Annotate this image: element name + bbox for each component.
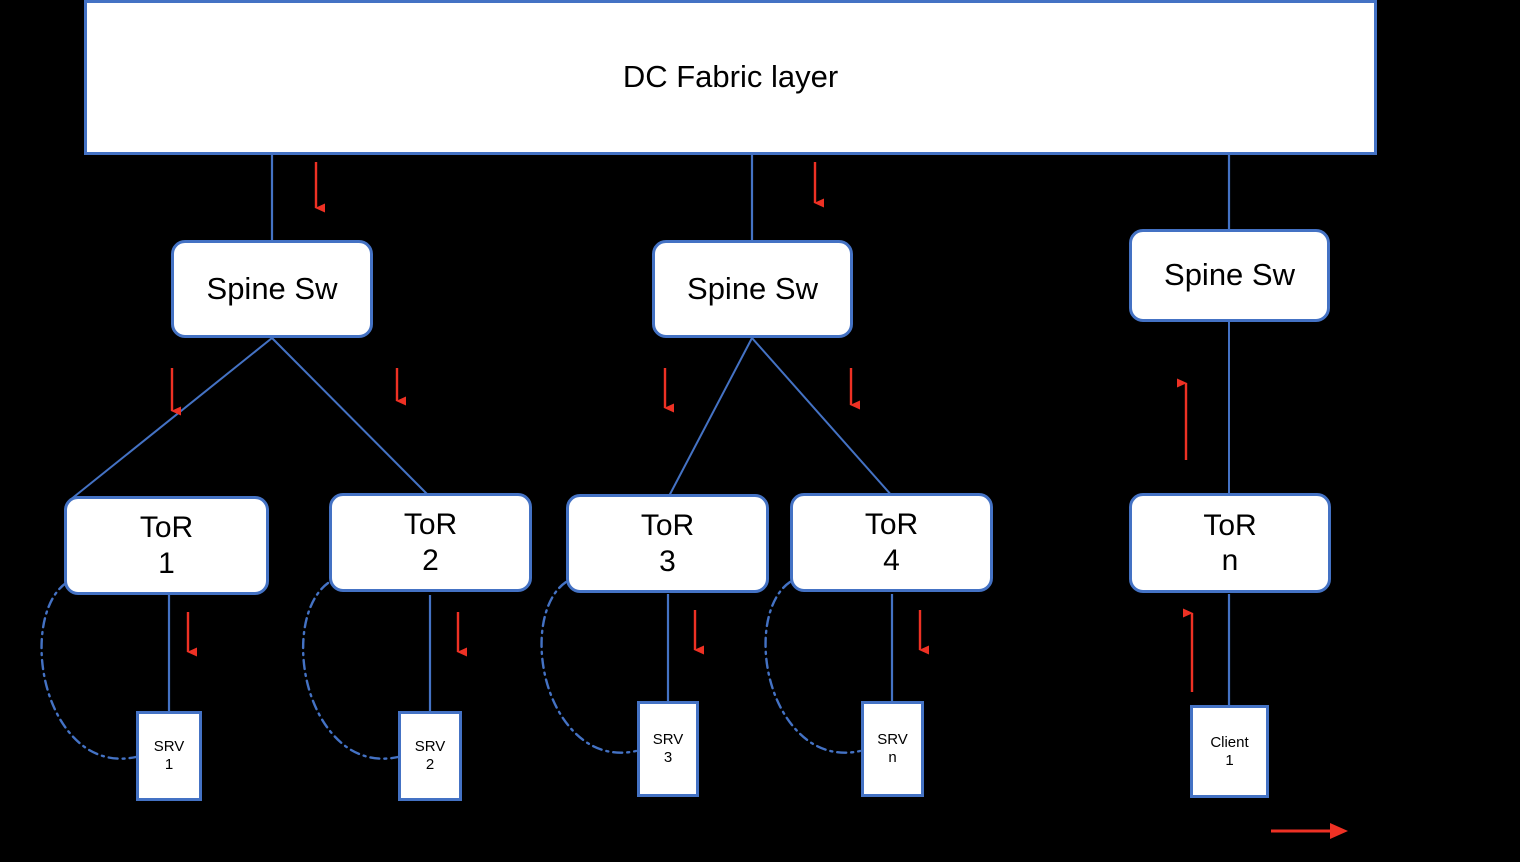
tor-switch-3[interactable]: ToR 3 — [566, 494, 769, 593]
server-node-2-label-line1: SRV — [414, 738, 446, 756]
server-node-n[interactable]: SRV n — [861, 701, 924, 797]
client-node-1-label-line2: 1 — [1225, 751, 1234, 769]
spine-switch-2[interactable]: Spine Sw — [652, 240, 853, 338]
server-node-2-label-line2: 2 — [425, 756, 435, 773]
server-node-n-label-line1: SRV — [877, 731, 908, 749]
tor-switch-4-label-line1: ToR — [864, 508, 919, 542]
server-node-n-label-line2: n — [888, 749, 897, 766]
tor-switch-4-label-line2: 4 — [883, 543, 900, 577]
spine-switch-1-label: Spine Sw — [206, 270, 338, 306]
spine-to-tor-links — [69, 322, 1230, 501]
tor-to-endpoint-links — [167, 594, 1231, 712]
server-node-1[interactable]: SRV 1 — [136, 711, 202, 801]
tor-switch-1-label-line1: ToR — [139, 511, 194, 545]
client-node-1-label-line1: Client — [1210, 733, 1249, 751]
tor-switch-2-label-line1: ToR — [403, 508, 458, 542]
spine-switch-1[interactable]: Spine Sw — [171, 240, 373, 338]
spine-switch-2-label: Spine Sw — [687, 270, 818, 306]
tor-switch-3-label-line1: ToR — [640, 509, 695, 543]
flow-arrows-spine-to-tor — [170, 368, 860, 416]
tor-switch-4[interactable]: ToR 4 — [790, 493, 993, 592]
tor-switch-3-label-line2: 3 — [659, 544, 676, 578]
spine-switch-n-label: Spine Sw — [1164, 257, 1295, 293]
server-node-2[interactable]: SRV 2 — [398, 711, 462, 801]
flow-arrows-tor-to-server — [186, 610, 929, 657]
legend-flow-arrow — [1271, 823, 1348, 839]
dc-fabric-layer-label: DC Fabric layer — [622, 59, 839, 95]
tor-switch-2[interactable]: ToR 2 — [329, 493, 532, 592]
client-node-1[interactable]: Client 1 — [1190, 705, 1269, 798]
server-node-3-label-line2: 3 — [663, 749, 673, 766]
tor-switch-1-label-line2: 1 — [158, 546, 175, 580]
tor-switch-n-label-line1: ToR — [1203, 508, 1257, 542]
tor-switch-1[interactable]: ToR 1 — [64, 496, 269, 595]
tor-switch-n[interactable]: ToR n — [1129, 493, 1331, 593]
server-node-3[interactable]: SRV 3 — [637, 701, 699, 797]
server-node-1-label-line2: 1 — [164, 756, 174, 773]
fabric-to-spine-links — [270, 155, 1231, 240]
tor-switch-n-label-line2: n — [1221, 544, 1239, 577]
dc-fabric-layer-box[interactable]: DC Fabric layer — [84, 0, 1377, 155]
server-node-3-label-line1: SRV — [652, 731, 684, 749]
tor-switch-2-label-line2: 2 — [422, 543, 439, 577]
server-node-1-label-line1: SRV — [153, 738, 185, 756]
spine-switch-n[interactable]: Spine Sw — [1129, 229, 1330, 322]
flow-arrows-fabric-to-spine — [314, 162, 824, 213]
